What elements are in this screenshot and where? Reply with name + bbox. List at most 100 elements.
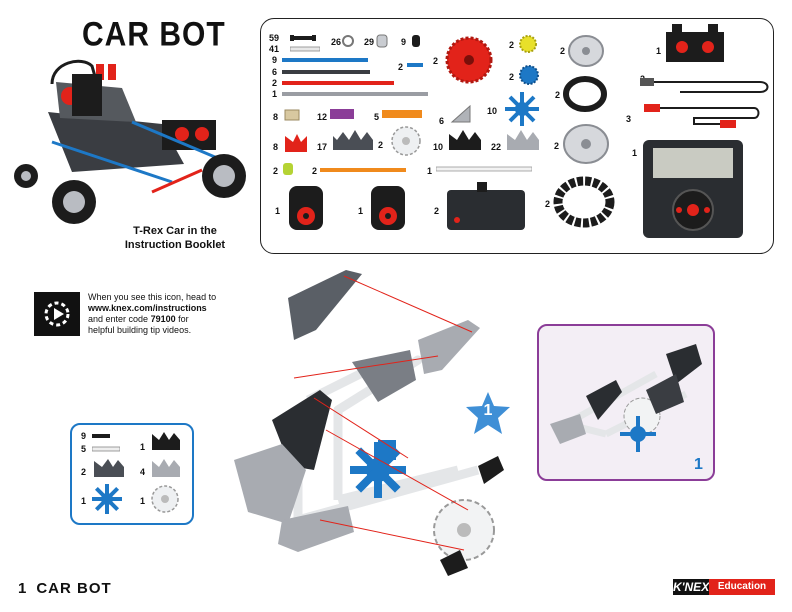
small-wheel-hub-part [568, 35, 604, 67]
motor-cable-part [644, 104, 760, 128]
qty-large-wheel-hub: 2 [554, 141, 560, 151]
qty-purple-clip: 12 [317, 112, 328, 122]
page-title: CAR BOT [82, 15, 226, 54]
knex-education-logo: K'NEX Education [673, 579, 775, 595]
qty-gray-rod: 1 [272, 89, 278, 99]
qty-black-connector-3: 10 [433, 142, 444, 152]
qty-light-gray-connector: 22 [491, 142, 502, 152]
step-qty-white-connector: 5 [81, 444, 87, 454]
gray-clip-part [450, 104, 471, 123]
purple-clip-part [330, 109, 354, 119]
yellow-gear-part [519, 35, 537, 53]
qty-controller: 1 [632, 148, 638, 158]
video-tip-line3-pre: and enter code [88, 314, 151, 324]
qty-yellow-green-clip: 2 [273, 166, 279, 176]
qty-silver-spacer: 29 [364, 37, 375, 47]
qty-blue-connector: 10 [487, 106, 498, 116]
step-black-connector-part [92, 434, 110, 438]
qty-motor-2: 1 [358, 206, 364, 216]
qty-battery-box: 1 [656, 46, 662, 56]
video-tip-line3-post: for [175, 314, 189, 324]
step-qty-blue-connector: 1 [81, 496, 87, 506]
result-number: 1 [694, 456, 703, 473]
orange-clip-part [382, 110, 422, 118]
qty-red-connector: 8 [273, 142, 279, 152]
car-bot-image [14, 59, 246, 224]
step-dark-gray-connector-part [94, 459, 124, 477]
result-image [550, 344, 702, 452]
video-tip-url[interactable]: www.knex.com/instructions [88, 303, 207, 313]
red-connector-part [285, 134, 307, 152]
step-qty-black-connector-3: 1 [140, 442, 146, 452]
yellow-green-clip-part [283, 163, 293, 175]
video-tip-line1: When you see this icon, head to [88, 292, 217, 302]
qty-black-spacer: 9 [401, 37, 407, 47]
video-tip-code: 79100 [150, 314, 176, 324]
black-connector-3-part [449, 130, 481, 150]
step-qty-light-gray-connector: 4 [140, 467, 146, 477]
qty-white-rod: 1 [427, 166, 433, 176]
logo-knex: K'NEX [673, 579, 710, 595]
qty-red-gear: 2 [433, 56, 439, 66]
gray-rod-part [282, 92, 428, 96]
step-white-round-connector-part [151, 485, 179, 513]
booklet-caption: T-Rex Car in the Instruction Booklet [112, 224, 238, 252]
qty-black-rod: 6 [272, 67, 278, 77]
qty-tire-large: 2 [545, 199, 551, 209]
silver-spacer-part [376, 34, 388, 48]
orange-rod-part [320, 168, 406, 172]
gray-spacer-part [342, 35, 354, 47]
blue-gear-part [519, 65, 539, 85]
step-parts-box [70, 423, 194, 525]
qty-blue-gear: 2 [509, 72, 515, 82]
blue-connector-part [505, 92, 539, 126]
footer-title: 1 CAR BOT [18, 580, 112, 597]
usb-cable-part [640, 78, 769, 93]
qty-motor-1: 1 [275, 206, 281, 216]
dark-gray-connector-part [333, 130, 373, 150]
step-blue-connector-part [92, 484, 122, 514]
qty-dark-gray-connector: 17 [317, 142, 328, 152]
step-qty-black-connector: 9 [81, 431, 87, 441]
step-qty-white-round-connector: 1 [140, 496, 146, 506]
qty-tire-small: 2 [555, 90, 561, 100]
qty-small-wheel-hub: 2 [560, 46, 566, 56]
step-qty-dark-gray-connector: 2 [81, 467, 87, 477]
gear-box-part [447, 182, 525, 230]
qty-white-connector: 41 [269, 44, 280, 54]
white-rod-part [436, 166, 532, 172]
booklet-caption-line2: Instruction Booklet [124, 239, 226, 251]
booklet-caption-line1: T-Rex Car in the [133, 225, 217, 237]
step-number-star [466, 392, 510, 434]
large-wheel-hub-part [563, 124, 609, 164]
qty-gray-clip: 6 [439, 116, 445, 126]
qty-white-round-connector: 2 [378, 140, 384, 150]
step-white-connector-part [92, 446, 120, 452]
tire-small-part [563, 76, 607, 112]
parts-inventory-box [260, 18, 774, 254]
battery-box-part [666, 24, 724, 62]
qty-red-rod: 2 [272, 78, 278, 88]
controller-part [643, 140, 743, 238]
qty-blue-rod: 9 [272, 55, 278, 65]
tan-clip-part [284, 109, 300, 121]
tire-large-part [553, 176, 615, 228]
page-number: 1 [18, 580, 27, 597]
qty-motor-cable: 3 [626, 114, 632, 124]
qty-yellow-gear: 2 [509, 40, 515, 50]
red-gear-part [445, 36, 493, 84]
black-spacer-part [412, 35, 420, 47]
video-tip-icon [34, 292, 80, 336]
qty-gray-spacer: 26 [331, 37, 342, 47]
black-connector-part [290, 35, 316, 41]
light-gray-connector-part [507, 130, 539, 150]
video-tip-line4: helpful building tip videos. [88, 325, 192, 335]
step-black-connector-3-part [152, 432, 180, 450]
white-connector-part [290, 46, 320, 52]
black-rod-part [282, 70, 370, 74]
step-number: 1 [483, 402, 493, 419]
motor-1-part [289, 186, 323, 230]
footer-name: CAR BOT [36, 580, 112, 597]
video-tip-text: When you see this icon, head to www.knex… [88, 292, 258, 336]
qty-orange-rod: 2 [312, 166, 318, 176]
